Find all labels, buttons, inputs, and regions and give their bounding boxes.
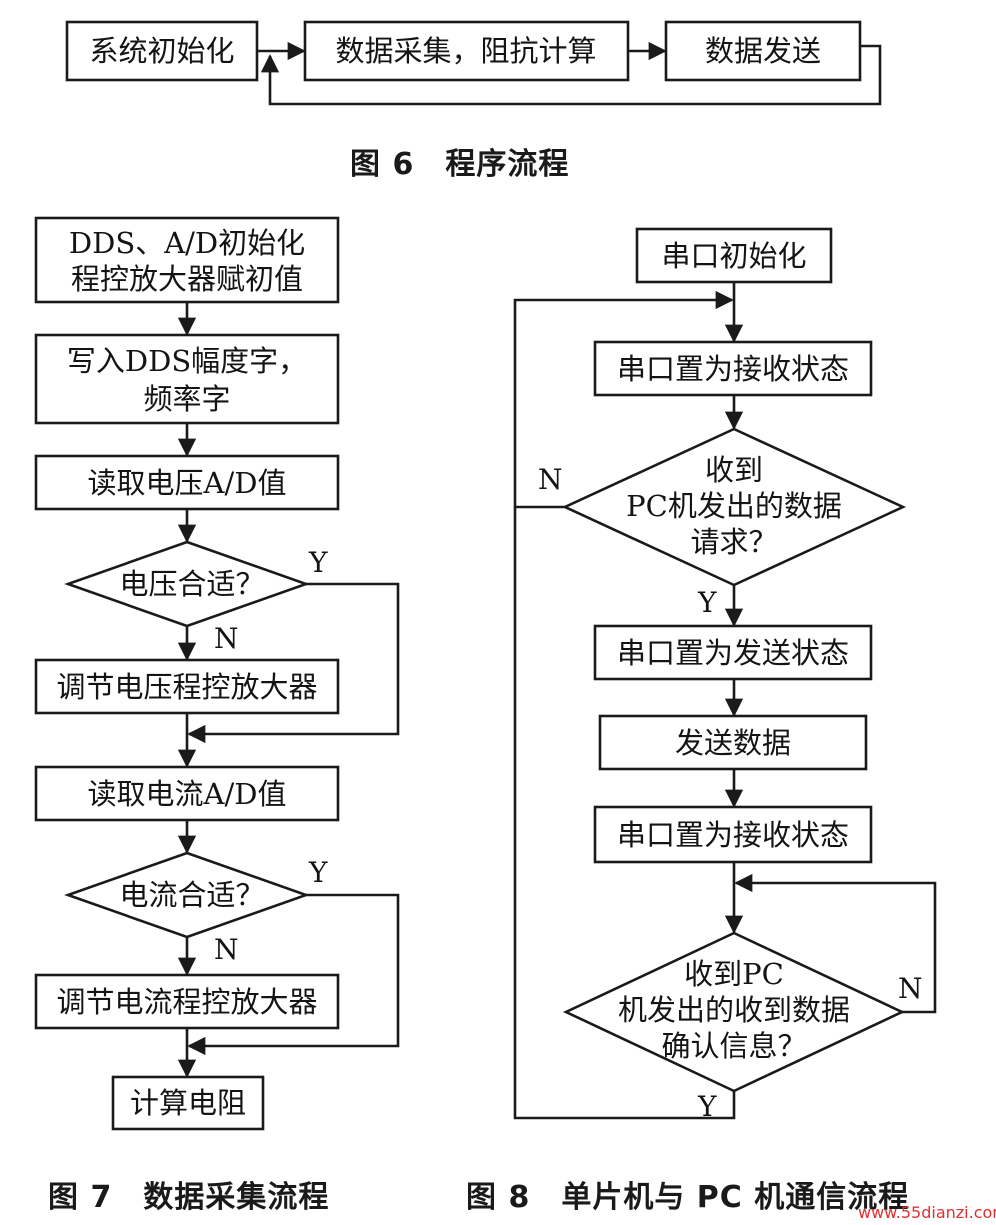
fig7-caption: 图 7 数据采集流程: [48, 1180, 329, 1215]
fig8-confirm-yes-return: [513, 507, 736, 1120]
fig6-acquire-text: 数据采集，阻抗计算: [335, 34, 596, 68]
fig7-read-voltage-text: 读取电压A/D值: [88, 466, 287, 500]
fig7-current-yes-bypass: [187, 893, 400, 1056]
fig8-request-text-line2: PC机发出的数据: [626, 489, 842, 523]
fig6-init-text: 系统初始化: [89, 34, 234, 68]
fig7-adjust-current-box: [34, 973, 340, 1030]
figure-8: 串口初始化 串口置为接收状态 收到 PC机发出的数据 请求？ N Y 串口置为发…: [466, 227, 996, 1222]
fig8-send-box: [598, 714, 868, 771]
fig8-confirm-no-loop: [734, 873, 937, 1014]
fig8-init-text: 串口初始化: [661, 239, 806, 273]
fig8-confirm-text-line1: 收到PC: [684, 957, 784, 991]
fig7-init-text-line1: DDS、A/D初始化: [69, 226, 305, 260]
fig6-send-box: [664, 20, 862, 82]
fig7-adjust-voltage-text: 调节电压程控放大器: [56, 670, 317, 704]
fig8-confirm-yes-label: Y: [697, 1090, 717, 1123]
fig8-caption: 图 8 单片机与 PC 机通信流程: [466, 1180, 909, 1215]
fig8-request-text-line1: 收到: [705, 453, 763, 487]
fig8-confirm-no-label: N: [898, 972, 923, 1005]
fig7-voltage-yes-label: Y: [308, 546, 328, 579]
fig8-confirm-text-line2: 机发出的收到数据: [618, 993, 850, 1027]
fig8-send-text: 发送数据: [675, 726, 791, 760]
fig7-current-yes-label: Y: [308, 856, 328, 889]
fig7-write-text-line1: 写入DDS幅度字，: [67, 344, 307, 378]
fig6-send-text: 数据发送: [705, 34, 821, 68]
fig7-read-current-text: 读取电流A/D值: [88, 777, 287, 811]
fig8-request-yes-label: Y: [697, 586, 717, 619]
fig7-current-ok-text: 电流合适？: [119, 878, 264, 912]
fig7-voltage-ok-text: 电压合适？: [119, 567, 264, 601]
watermark: www.55dianzi.com: [858, 1203, 996, 1222]
figure-7: DDS、A/D初始化 程控放大器赋初值 写入DDS幅度字， 频率字 读取电压A/…: [34, 216, 400, 1215]
fig7-read-current-box: [34, 765, 340, 822]
fig7-write-text-line2: 频率字: [143, 382, 230, 416]
fig7-adjust-current-text: 调节电流程控放大器: [56, 985, 317, 1019]
fig6-init-box: [65, 20, 259, 82]
fig8-set-send-text: 串口置为发送状态: [617, 636, 849, 670]
fig7-voltage-no-label: N: [214, 622, 239, 655]
fig6-acquire-box: [303, 20, 630, 82]
fig8-set-receive-text: 串口置为接收状态: [617, 352, 849, 386]
fig7-current-no-label: N: [214, 933, 239, 966]
fig7-voltage-yes-bypass: [187, 582, 400, 744]
fig7-write-box: [34, 333, 340, 425]
fig8-request-text-line3: 请求？: [690, 525, 777, 559]
fig7-init-text-line2: 程控放大器赋初值: [71, 262, 303, 296]
figure-6: 系统初始化 数据采集，阻抗计算 数据发送 图 6 程序流程: [65, 20, 882, 182]
fig7-read-voltage-box: [34, 454, 340, 511]
fig8-init-box: [635, 227, 833, 284]
fig8-set-send-box: [593, 624, 873, 681]
fig8-request-no-label: N: [538, 463, 563, 496]
fig8-request-no-loop: [513, 290, 734, 509]
fig8-confirm-text-line3: 确认信息？: [661, 1029, 806, 1063]
fig7-adjust-voltage-box: [34, 658, 340, 715]
fig6-caption: 图 6 程序流程: [350, 147, 569, 182]
fig7-calc-box: [111, 1075, 265, 1131]
fig7-calc-text: 计算电阻: [130, 1086, 246, 1120]
fig8-set-receive2-text: 串口置为接收状态: [617, 818, 849, 852]
fig6-loop-back-arrow: [260, 44, 882, 106]
